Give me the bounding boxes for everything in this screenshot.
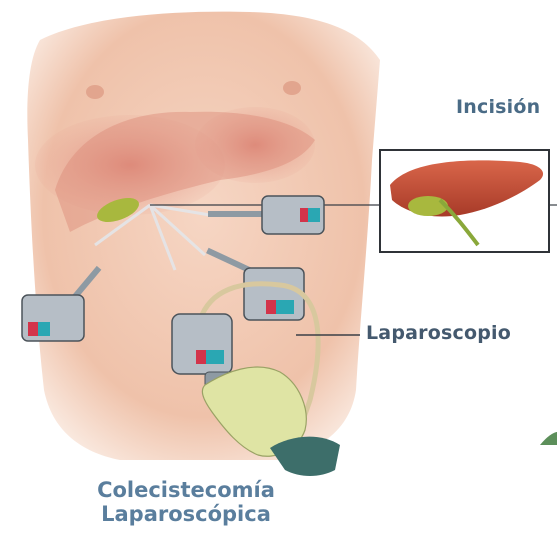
incision-label: Incisión [456, 96, 540, 118]
nipple-right [283, 81, 301, 95]
gallbladder-inset [408, 196, 448, 216]
caption-line-1: Colecistecomía [86, 478, 286, 502]
caption: Colecistecomía Laparoscópica [86, 478, 286, 526]
laparoscope-label: Laparoscopio [366, 322, 511, 344]
sleeve [270, 437, 340, 476]
nipple-left [86, 85, 104, 99]
right-edge-hint [540, 432, 557, 445]
caption-line-2: Laparoscópica [86, 502, 286, 526]
